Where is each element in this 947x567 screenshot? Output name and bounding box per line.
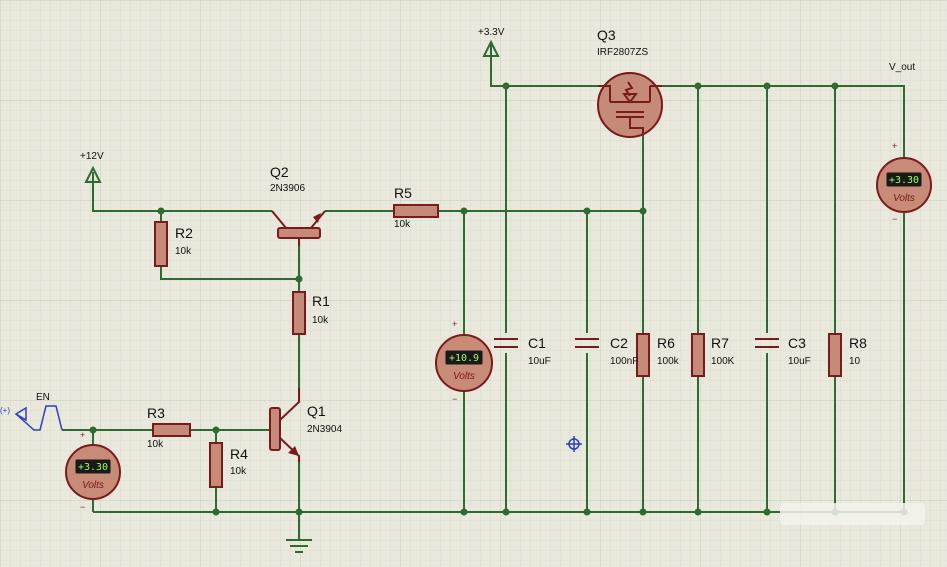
q1-value: 2N3904 (307, 424, 342, 435)
r2-value: 10k (175, 246, 192, 257)
out-meter-minus: − (892, 214, 897, 224)
en-meter-unit: Volts (82, 480, 104, 491)
r1-value: 10k (312, 315, 329, 326)
resistor-r4[interactable]: R4 10k (209, 442, 248, 488)
r6-ref: R6 (657, 335, 675, 351)
r3-ref: R3 (147, 405, 165, 421)
r8-ref: R8 (849, 335, 867, 351)
q3-ref: Q3 (597, 27, 616, 43)
r1-ref: R1 (312, 293, 330, 309)
c3-ref: C3 (788, 335, 806, 351)
mid-meter-minus: − (452, 394, 457, 404)
en-meter-minus: − (80, 502, 85, 512)
power-12v[interactable]: +12V (80, 151, 104, 188)
r4-value: 10k (230, 466, 247, 477)
resistor-r8[interactable]: R8 10 (828, 333, 867, 377)
c3-value: 10uF (788, 356, 811, 367)
resistor-r5[interactable]: R5 10k (393, 185, 439, 230)
out-meter-reading: +3.30 (889, 175, 919, 186)
wires (62, 60, 905, 540)
r7-value: 100K (711, 356, 735, 367)
r8-value: 10 (849, 356, 861, 367)
en-meter-reading: +3.30 (78, 462, 108, 473)
en-meter-plus: + (80, 430, 85, 440)
mid-meter-reading: +10.9 (449, 353, 479, 364)
power-3v3[interactable]: +3.3V (478, 27, 505, 60)
q2-value: 2N3906 (270, 183, 305, 194)
ground-symbol[interactable] (286, 539, 312, 553)
out-meter-unit: Volts (893, 193, 915, 204)
en-generator[interactable]: (+) EN (0, 392, 63, 431)
out-meter-plus: + (892, 141, 897, 151)
c1-ref: C1 (528, 335, 546, 351)
capacitor-c3[interactable]: C3 10uF (755, 335, 811, 367)
r3-value: 10k (147, 439, 164, 450)
crosshair-marker-icon[interactable] (566, 436, 582, 452)
watermark-blur (780, 503, 925, 525)
c2-ref: C2 (610, 335, 628, 351)
power-12v-label: +12V (80, 151, 104, 162)
capacitor-c1[interactable]: C1 10uF (494, 335, 551, 367)
en-net-label: EN (36, 392, 50, 403)
q3-value: IRF2807ZS (597, 47, 648, 58)
capacitor-c2[interactable]: C2 100nF (575, 335, 638, 367)
c2-value: 100nF (610, 356, 638, 367)
r4-ref: R4 (230, 446, 248, 462)
voltmeter-out[interactable]: +3.30 Volts + − (876, 141, 932, 224)
q1-ref: Q1 (307, 403, 326, 419)
r7-ref: R7 (711, 335, 729, 351)
resistor-r3[interactable]: R3 10k (147, 405, 191, 450)
mid-meter-plus: + (452, 319, 457, 329)
r6-value: 100k (657, 356, 680, 367)
q2-ref: Q2 (270, 164, 289, 180)
generator-polarity: (+) (0, 406, 10, 415)
power-3v3-label: +3.3V (478, 27, 505, 38)
voltmeter-en[interactable]: +3.30 Volts + − (65, 430, 121, 512)
vout-net-label: V_out (889, 62, 915, 73)
resistor-r2[interactable]: R2 10k (154, 221, 193, 267)
r2-ref: R2 (175, 225, 193, 241)
c1-value: 10uF (528, 356, 551, 367)
resistor-r1[interactable]: R1 10k (292, 291, 330, 335)
mosfet-q3[interactable]: Q3 IRF2807ZS (597, 27, 663, 138)
mid-meter-unit: Volts (453, 371, 475, 382)
r5-ref: R5 (394, 185, 412, 201)
r5-value: 10k (394, 219, 411, 230)
resistor-r6[interactable]: R6 100k (636, 333, 680, 377)
voltmeter-mid[interactable]: +10.9 Volts + − (435, 319, 493, 404)
transistor-q2[interactable]: Q2 2N3906 (270, 164, 326, 246)
resistor-r7[interactable]: R7 100K (691, 333, 735, 377)
transistor-q1[interactable]: Q1 2N3904 (269, 388, 342, 462)
